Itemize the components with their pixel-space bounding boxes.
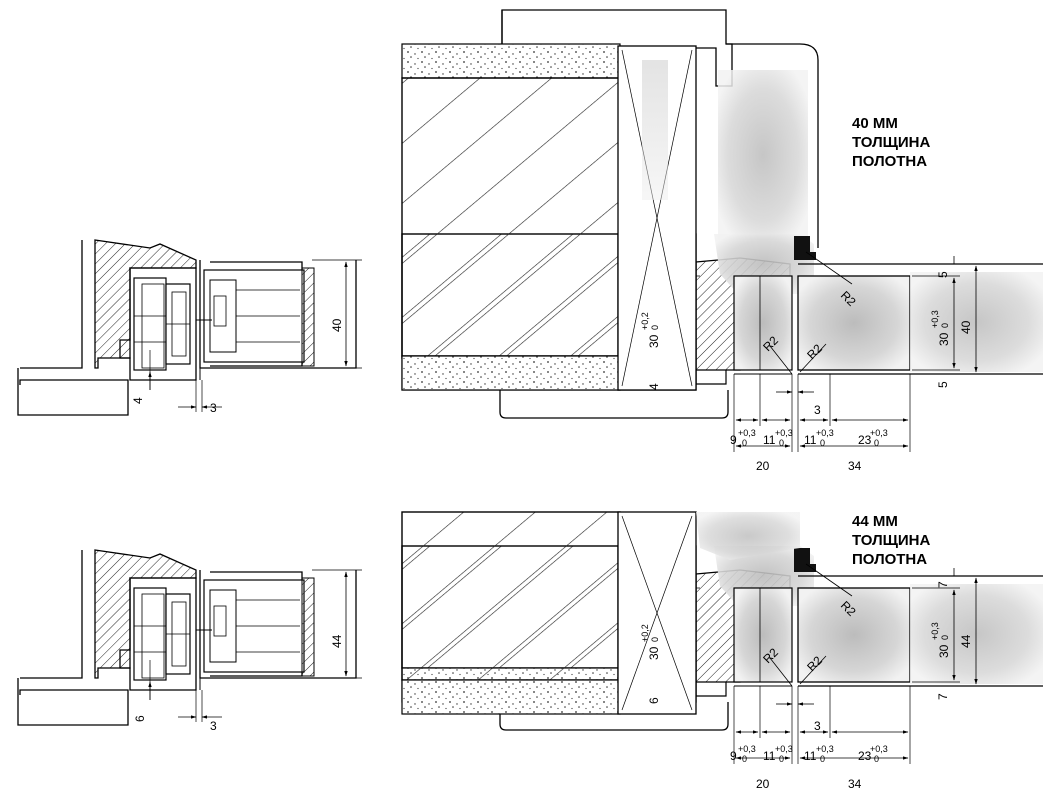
dim-11b-tol-lower: 0 [820, 438, 825, 448]
dim-11a-label: 11 [763, 433, 776, 447]
right-30-tol-upper: +0,3 [930, 310, 940, 328]
dim-9-tol-lower: 0 [742, 754, 747, 764]
dim-34-label: 34 [848, 777, 862, 791]
dim-11a-tol-upper: +0,3 [775, 744, 793, 754]
dim-11a-tol-lower: 0 [779, 754, 784, 764]
caption-line: 44 ММ [852, 513, 898, 530]
left-gap-label: 6 [133, 715, 147, 722]
dim-11b-tol-lower: 0 [820, 754, 825, 764]
dim-9-tol-upper: +0,3 [738, 744, 756, 754]
bottom-7-label: 7 [936, 693, 950, 700]
caption-line: ТОЛЩИНА [852, 532, 931, 549]
left-gap-label: 4 [131, 397, 145, 404]
left-small-gap-label: 3 [210, 719, 217, 733]
top-thickness-caption: 40 ММ ТОЛЩИНА ПОЛОТНА [852, 114, 930, 171]
dim-9-label: 9 [730, 749, 737, 763]
dim-20-label: 20 [756, 777, 770, 791]
dim-9-tol-upper: +0,3 [738, 428, 756, 438]
right-total-label: 40 [959, 320, 973, 334]
right-30-label: 30 [937, 644, 951, 658]
lock-30-tol-lower: 0 [650, 637, 660, 642]
lock-30-label: 30 [647, 646, 661, 660]
dim-23-tol-lower: 0 [874, 754, 879, 764]
dim-11a-tol-upper: +0,3 [775, 428, 793, 438]
dim-3-label: 3 [814, 719, 821, 733]
right-30-label: 30 [937, 332, 951, 346]
top-section-drawing [18, 9, 1043, 452]
dim-11a-tol-lower: 0 [779, 438, 784, 448]
caption-line: 40 ММ [852, 115, 898, 132]
right-30-tol-upper: +0,3 [930, 622, 940, 640]
caption-line: ТОЛЩИНА [852, 134, 931, 151]
main-bottom-gap-label: 4 [647, 383, 661, 390]
left-height-label: 44 [330, 634, 344, 648]
bottom-thickness-caption: 44 ММ ТОЛЩИНА ПОЛОТНА [852, 512, 930, 569]
dim-9-label: 9 [730, 433, 737, 447]
caption-line: ПОЛОТНА [852, 551, 928, 568]
left-small-gap-label: 3 [210, 401, 217, 415]
right-30-tol-lower: 0 [940, 323, 950, 328]
dim-11a-label: 11 [763, 749, 776, 763]
main-bottom-gap-label: 6 [647, 697, 661, 704]
dim-3-label: 3 [814, 403, 821, 417]
dim-23-tol-lower: 0 [874, 438, 879, 448]
bottom-dimension-labels: 6 3 44 30 +0,2 0 6 7 7 30 +0,3 0 44 R2 R… [133, 581, 973, 791]
right-30-tol-lower: 0 [940, 635, 950, 640]
dim-9-tol-lower: 0 [742, 438, 747, 448]
dim-20-label: 20 [756, 459, 770, 473]
dim-23-tol-upper: +0,3 [870, 428, 888, 438]
lock-30-tol-upper: +0,2 [640, 624, 650, 642]
caption-line: ПОЛОТНА [852, 153, 928, 170]
top-5-label: 5 [936, 271, 950, 278]
top-7-label: 7 [936, 581, 950, 588]
lock-30-tol-upper: +0,2 [640, 312, 650, 330]
dim-23-tol-upper: +0,3 [870, 744, 888, 754]
dim-11b-label: 11 [804, 433, 817, 447]
right-total-label: 44 [959, 634, 973, 648]
dim-34-label: 34 [848, 459, 862, 473]
dim-11b-tol-upper: +0,3 [816, 744, 834, 754]
dim-23-label: 23 [858, 749, 872, 763]
bottom-5-label: 5 [936, 381, 950, 388]
left-height-label: 40 [330, 318, 344, 332]
dim-11b-label: 11 [804, 749, 817, 763]
bottom-section-drawing [18, 511, 1043, 764]
dim-11b-tol-upper: +0,3 [816, 428, 834, 438]
dim-23-label: 23 [858, 433, 872, 447]
lock-30-tol-lower: 0 [650, 325, 660, 330]
lock-30-label: 30 [647, 334, 661, 348]
